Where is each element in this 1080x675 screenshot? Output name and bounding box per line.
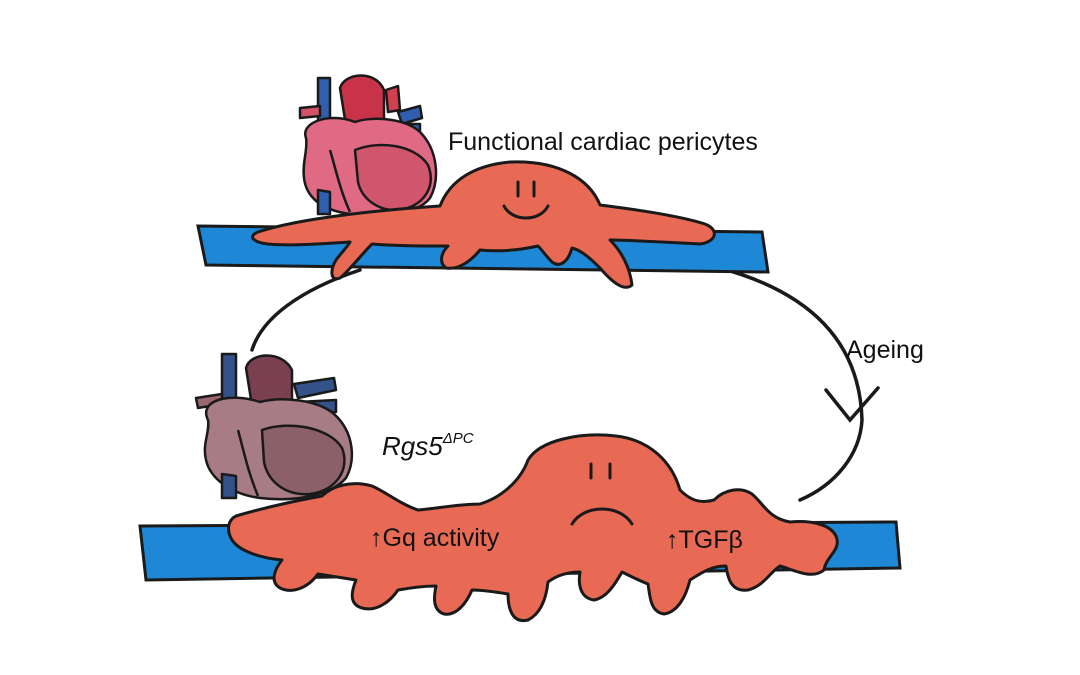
- healthy-heart-icon: [298, 74, 438, 217]
- tgf-beta-label: ↑TGFβ: [666, 526, 743, 554]
- sad-face: [570, 462, 634, 526]
- ageing-label: Ageing: [846, 336, 924, 364]
- gq-text: Gq activity: [383, 524, 500, 552]
- genotype-label: Rgs5ΔPC: [382, 430, 474, 461]
- gq-up-arrow: ↑: [370, 524, 383, 552]
- genotype-base: Rgs5: [382, 431, 443, 461]
- genotype-superscript: ΔPC: [442, 430, 474, 447]
- tgf-up-arrow: ↑: [666, 526, 679, 554]
- top-title: Functional cardiac pericytes: [448, 128, 758, 156]
- happy-face: [502, 180, 550, 220]
- healthy-pericyte: [251, 160, 716, 289]
- tgf-text: TGFβ: [679, 526, 743, 554]
- gq-activity-label: ↑Gq activity: [370, 524, 500, 552]
- aged-heart-icon: [194, 352, 354, 501]
- aged-pericyte: [227, 433, 839, 623]
